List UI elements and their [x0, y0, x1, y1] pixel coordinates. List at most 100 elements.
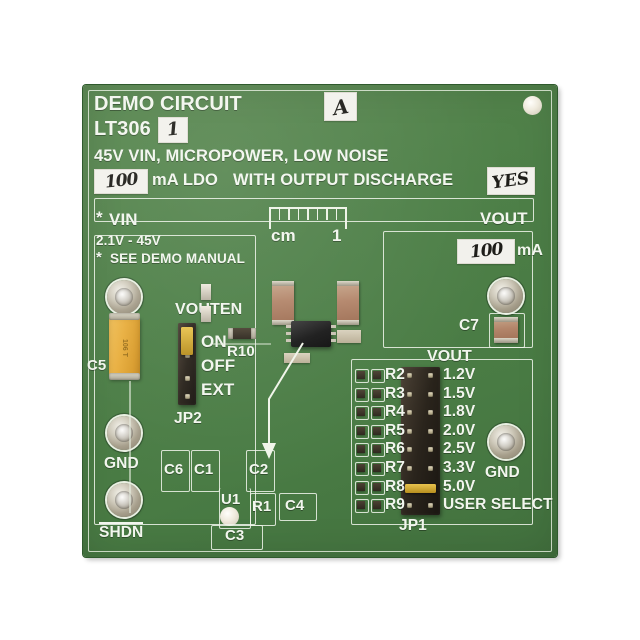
- jp1-resistor-body: [357, 371, 365, 379]
- jp1-header-pin[interactable]: [407, 410, 412, 416]
- designator-c6: C6: [164, 461, 184, 478]
- jp1-header-pin[interactable]: [407, 503, 412, 509]
- capacitor-c5-pad-bottom: [109, 373, 140, 380]
- silk-box-c2: [246, 450, 275, 492]
- jp2-option-ext: EXT: [201, 380, 235, 399]
- revision-marker-box: A: [324, 92, 357, 121]
- designator-r10: R10: [227, 343, 255, 360]
- jp1-resistor-pad-b: [371, 480, 385, 495]
- part-number-suffix-marker-box: 1: [158, 117, 188, 143]
- output-current-handwritten: 100: [103, 169, 139, 193]
- jp1-resistor-label: R4: [385, 403, 406, 421]
- capacitor-c7: [494, 317, 518, 343]
- jp1-resistor-pad-b: [371, 406, 385, 421]
- terminal-shdn[interactable]: [107, 483, 141, 517]
- vin-note-asterisk-icon: *: [96, 249, 102, 266]
- silk-box-r1: [250, 493, 276, 526]
- discharge-resistor: [337, 330, 361, 343]
- jp1-resistor-label: R5: [385, 421, 406, 439]
- ferrite-bead-top: [201, 284, 211, 300]
- jp1-resistor-body: [373, 371, 381, 379]
- jp1-voltage-label: 2.0V: [443, 421, 476, 439]
- mounting-hole-top-right: [523, 96, 542, 115]
- resistor-r10: [231, 328, 253, 339]
- input-capacitor: [272, 281, 294, 325]
- jp1-voltage-label: USER SELECT: [443, 496, 553, 514]
- silk-box-c1: [191, 450, 220, 492]
- designator-c1: C1: [194, 461, 214, 478]
- jp2-shunt[interactable]: [181, 327, 193, 355]
- jp1-resistor-body: [373, 389, 381, 398]
- jp1-resistor-label: R8: [385, 477, 406, 495]
- jp1-resistor-body: [357, 482, 365, 491]
- vout-current-handwritten: 100: [468, 239, 504, 263]
- vout-current-marker-box: 100: [457, 239, 515, 264]
- jp1-voltage-label: 1.2V: [443, 366, 476, 383]
- jp1-resistor-pad-b: [371, 369, 385, 383]
- mounting-hole-bottom-left: [220, 507, 239, 526]
- jp1-header-pin[interactable]: [428, 503, 433, 509]
- jp1-resistor-body: [357, 408, 365, 417]
- jp1-resistor-pad-a: [355, 480, 369, 495]
- jp2-option-off: OFF: [201, 356, 236, 375]
- jp1-header-pin[interactable]: [428, 391, 433, 397]
- jp1-header-pin[interactable]: [407, 373, 412, 378]
- capacitor-c5: 106 T: [109, 317, 140, 379]
- vin-range-label: 2.1V - 45V: [96, 233, 161, 248]
- jp1-resistor-pad-b: [371, 387, 385, 402]
- jp1-resistor-body: [373, 464, 381, 472]
- jp1-voltage-label: 5.0V: [443, 477, 476, 495]
- designator-c7: C7: [459, 317, 480, 334]
- jp1-resistor-pad-b: [371, 424, 385, 439]
- jp1-header-pin[interactable]: [407, 466, 412, 471]
- ruler-unit-label: cm: [271, 226, 296, 245]
- jp1-header-pin[interactable]: [428, 428, 433, 434]
- cm-ruler-graphic: [269, 207, 347, 241]
- jp1-resistor-pad-b: [371, 462, 385, 476]
- jp1-header-pin[interactable]: [407, 391, 412, 397]
- terminal-vout[interactable]: [489, 279, 523, 313]
- ferrite-bead-bottom: [201, 306, 211, 322]
- silk-box-c6: [161, 450, 190, 492]
- jp1-header-pin[interactable]: [407, 428, 412, 434]
- jp1-resistor-pad-b: [371, 443, 385, 458]
- jp1-voltage-label: 1.8V: [443, 403, 476, 421]
- vin-note-label: SEE DEMO MANUAL: [110, 251, 246, 266]
- jp1-shunt[interactable]: [405, 484, 436, 493]
- jp1-resistor-body: [357, 389, 365, 398]
- terminal-vin[interactable]: [107, 280, 141, 314]
- jp1-resistor-pad-a: [355, 462, 369, 476]
- jp1-header-pin[interactable]: [428, 447, 433, 453]
- jp1-resistor-pad-a: [355, 369, 369, 383]
- vin-section-outline: [94, 235, 256, 525]
- jp1-header-pin[interactable]: [428, 373, 433, 378]
- jp1-header-pin[interactable]: [407, 447, 412, 453]
- jp1-designator: JP1: [399, 517, 427, 534]
- terminal-gnd-right[interactable]: [489, 425, 523, 459]
- vout-label: VOUT: [480, 209, 528, 228]
- ruler-tick-label: 1: [332, 226, 342, 245]
- feedback-resistor: [284, 353, 310, 363]
- silk-box-c3: [211, 525, 263, 550]
- jp1-resistor-label: R3: [385, 384, 406, 402]
- ldo-label: mA LDO: [152, 171, 218, 189]
- jp1-resistor-pad-a: [355, 406, 369, 421]
- jp1-resistor-pad-b: [371, 499, 385, 514]
- board-subtitle: 45V VIN, MICROPOWER, LOW NOISE: [94, 147, 389, 165]
- jp1-resistor-body: [357, 445, 365, 454]
- jp1-header-pin[interactable]: [428, 410, 433, 416]
- jp1-resistor-label: R9: [385, 496, 406, 514]
- jp2-designator: JP2: [174, 410, 202, 427]
- output-discharge-label: WITH OUTPUT DISCHARGE: [233, 171, 454, 189]
- terminal-gnd-left[interactable]: [107, 416, 141, 450]
- header-divider-box: [94, 198, 534, 222]
- jp1-resistor-body: [373, 501, 381, 510]
- gnd-right-label: GND: [485, 464, 520, 481]
- jp1-header-pin[interactable]: [428, 466, 433, 471]
- vin-asterisk-icon: *: [96, 208, 103, 227]
- capacitor-c5-pad-top: [109, 313, 140, 320]
- jp1-resistor-body: [373, 482, 381, 491]
- board-title: DEMO CIRCUIT: [94, 93, 242, 115]
- jp1-resistor-body: [373, 426, 381, 435]
